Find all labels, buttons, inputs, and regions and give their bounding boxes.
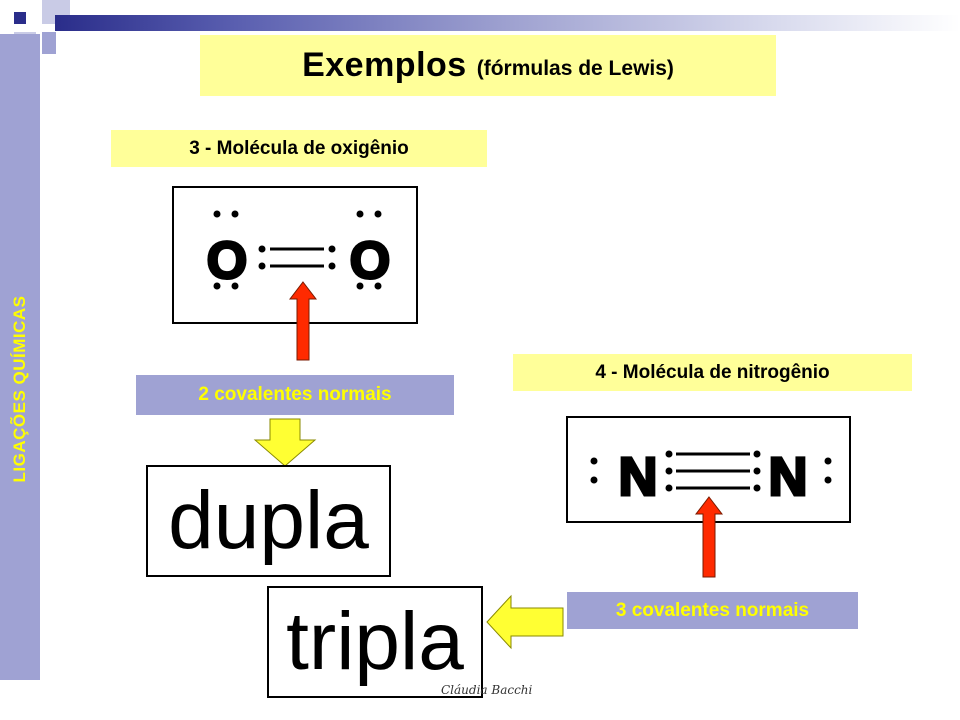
oxygen-bond-note: 2 covalentes normais [136,375,454,415]
nitrogen-label: 4 - Molécula de nitrogênio [513,354,912,391]
sidebar-title-text: LIGAÇÕES QUÍMICAS [10,295,29,483]
oxygen-double-bond [258,245,336,270]
nitrogen-atom-right: N [769,447,808,507]
author-credit: Cláudia Bacchi [441,683,533,697]
sidebar [0,34,40,680]
red-arrow-oxygen [288,281,318,361]
oxygen-label: 3 - Molécula de oxigênio [111,130,487,167]
page-title: Exemplos (fórmulas de Lewis) [200,35,776,96]
oxygen-lewis-structure: O O [172,186,418,324]
oxygen-atom-right: O [350,232,390,290]
top-gradient-bar [55,15,960,31]
oxygen-lone-pairs [213,210,382,290]
red-arrow-nitrogen [694,496,724,578]
sidebar-title: LIGAÇÕES QUÍMICAS [0,34,40,680]
yellow-arrow-left [486,594,564,650]
corner-square-small [42,32,56,54]
triple-bond-word-text: tripla [286,596,464,687]
title-subtitle: (fórmulas de Lewis) [476,56,674,80]
nitrogen-bond-note: 3 covalentes normais [567,592,858,629]
corner-square-navy [14,12,26,24]
yellow-arrow-down [253,418,317,467]
nitrogen-atom-left: N [619,447,658,507]
triple-bond-word: tripla [267,586,483,698]
title-main: Exemplos [302,46,467,84]
nitrogen-triple-bond [665,450,761,492]
nitrogen-lone-pairs [590,457,832,484]
title-banner [200,35,776,96]
double-bond-word-text: dupla [168,475,369,566]
oxygen-atom-left: O [207,232,247,290]
double-bond-word: dupla [146,465,391,577]
